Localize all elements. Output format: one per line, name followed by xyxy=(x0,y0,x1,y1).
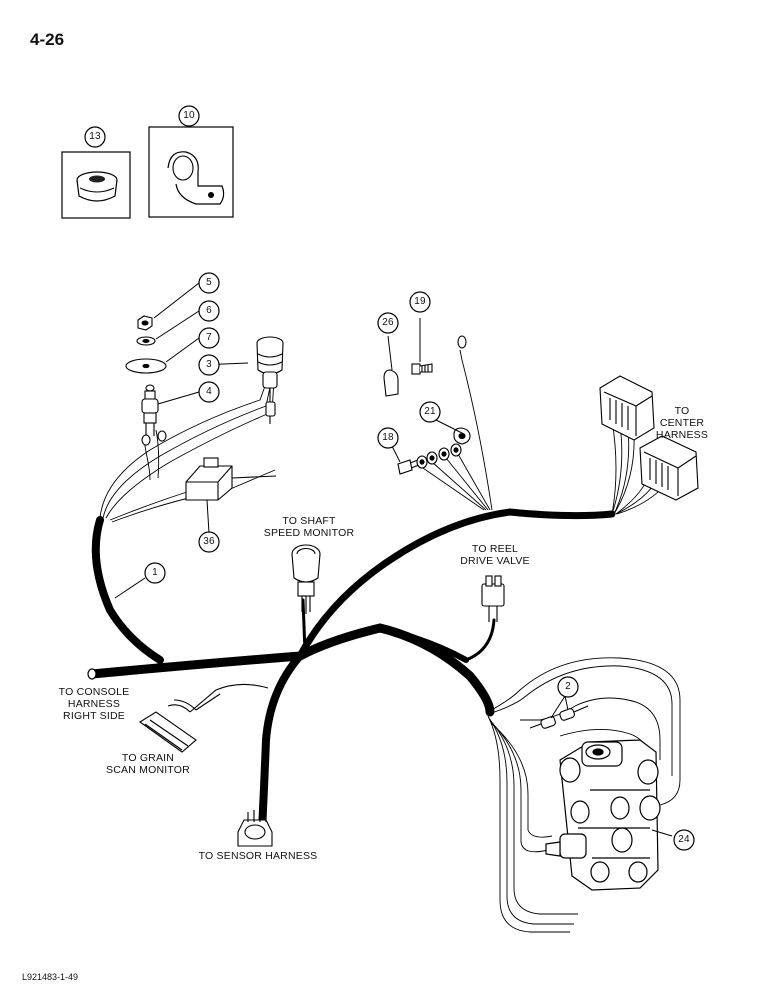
callout-6: 6 xyxy=(206,305,212,316)
inset-clamp xyxy=(148,126,234,218)
callout-10: 10 xyxy=(183,110,195,121)
callout-3: 3 xyxy=(206,359,212,370)
label-line: RIGHT SIDE xyxy=(63,710,125,722)
callout-19: 19 xyxy=(414,296,426,307)
label-line: HARNESS xyxy=(67,698,121,710)
label-line: SCAN MONITOR xyxy=(106,764,190,776)
label-sensor: TO SENSOR HARNESS xyxy=(188,850,328,862)
label-line: SPEED MONITOR xyxy=(263,527,355,539)
main-harness xyxy=(87,508,616,834)
callout-circles xyxy=(84,105,695,851)
callout-36: 36 xyxy=(203,536,215,547)
sensor-connector xyxy=(237,810,273,847)
thin-wires-left xyxy=(99,371,276,523)
grain-scan-connector xyxy=(139,683,269,753)
label-center-harness: TO CENTER HARNESS xyxy=(652,405,712,441)
label-line: TO CONSOLE xyxy=(58,686,130,698)
label-line: TO xyxy=(674,405,690,417)
callout-4: 4 xyxy=(206,386,212,397)
switch-parts xyxy=(125,315,284,446)
reel-drive-connector xyxy=(481,575,505,622)
callout-7: 7 xyxy=(206,332,212,343)
hardware-parts xyxy=(383,335,471,475)
valve-wires xyxy=(487,657,681,933)
label-line: DRIVE VALVE xyxy=(460,555,530,567)
label-line: TO REEL xyxy=(471,543,519,555)
callout-18: 18 xyxy=(382,432,394,443)
label-shaft-speed: TO SHAFT SPEED MONITOR xyxy=(254,515,364,539)
callout-21: 21 xyxy=(424,406,436,417)
callout-24: 24 xyxy=(678,834,690,845)
callout-2: 2 xyxy=(565,681,571,692)
label-grain-scan: TO GRAIN SCAN MONITOR xyxy=(96,752,200,776)
inline-connector xyxy=(529,705,589,729)
label-reel-drive: TO REEL DRIVE VALVE xyxy=(450,543,540,567)
label-line: TO GRAIN xyxy=(121,752,175,764)
callout-26: 26 xyxy=(382,317,394,328)
callout-1: 1 xyxy=(152,567,158,578)
label-line: CENTER xyxy=(659,417,705,429)
label-line: TO SENSOR HARNESS xyxy=(198,850,318,862)
shaft-speed-connector xyxy=(291,544,321,614)
figure-id: L921483-1-49 xyxy=(22,972,79,982)
page-number: 4-26 xyxy=(30,30,65,49)
callout-13: 13 xyxy=(89,131,101,142)
label-line: TO SHAFT xyxy=(282,515,336,527)
label-console: TO CONSOLE HARNESS RIGHT SIDE xyxy=(44,686,144,722)
callout-5: 5 xyxy=(206,277,212,288)
center-harness-connectors xyxy=(599,375,699,501)
inset-grommet xyxy=(61,151,131,219)
relay-module xyxy=(185,457,277,501)
label-line: HARNESS xyxy=(655,429,709,441)
valve-block xyxy=(545,739,661,891)
